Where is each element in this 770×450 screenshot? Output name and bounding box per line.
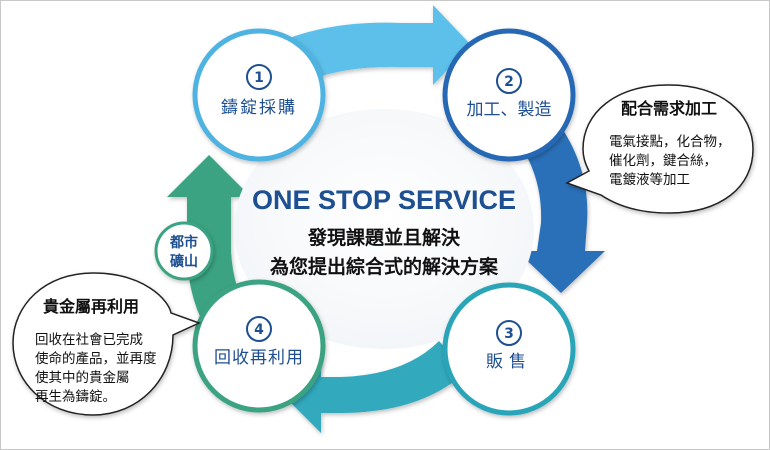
step-4-node: 4 回收再利用 bbox=[192, 279, 326, 413]
step-3-label: 販售 bbox=[486, 352, 532, 372]
step-4-number: 4 bbox=[254, 322, 264, 338]
step-2-number-badge bbox=[496, 68, 522, 94]
urban-mine-line1: 都市 bbox=[169, 234, 198, 251]
callout-left: 貴金屬再利用 回收在社會已完成 使命的產品，並再度 使其中的貴金屬 再生為鑄錠。 bbox=[12, 272, 201, 416]
callout-right-title: 配合需求加工 bbox=[621, 99, 717, 118]
callout-right: 配合需求加工 電氣接點，化合物， 催化劑，鍵合絲， 電鍍液等加工 bbox=[565, 84, 754, 214]
step-2-node: 2 加工、製造 bbox=[442, 28, 576, 162]
step-1-label: 鑄錠採購 bbox=[221, 98, 297, 118]
urban-mine-bubble: 都市 礦山 bbox=[154, 221, 214, 281]
step-2-number: 2 bbox=[504, 74, 514, 90]
step-3-number-badge bbox=[496, 320, 522, 346]
step-1-node: 1 鑄錠採購 bbox=[192, 28, 326, 162]
callout-left-bubble bbox=[12, 272, 201, 416]
callout-right-line2: 催化劑，鍵合絲， bbox=[609, 152, 717, 169]
step-4-label: 回收再利用 bbox=[214, 348, 304, 368]
step-4-number-badge bbox=[246, 316, 272, 342]
step-3-node: 3 販售 bbox=[442, 282, 576, 416]
center-subtitle-line2: 為您提出綜合式的解決方案 bbox=[270, 255, 499, 278]
center-title: ONE STOP SERVICE bbox=[252, 185, 516, 215]
step-1-number: 1 bbox=[254, 70, 264, 86]
callout-left-title: 貴金屬再利用 bbox=[43, 297, 139, 316]
callout-right-line1: 電氣接點，化合物， bbox=[609, 133, 731, 150]
step-2-label: 加工、製造 bbox=[467, 100, 552, 120]
center-subtitle-line1: 發現課題並且解決 bbox=[307, 226, 461, 249]
callout-left-line1: 回收在社會已完成 bbox=[35, 332, 143, 348]
step-1-number-badge bbox=[246, 64, 272, 90]
callout-left-line3: 使其中的貴金屬 bbox=[35, 369, 130, 386]
callout-left-line4: 再生為鑄錠。 bbox=[35, 389, 116, 405]
urban-mine-line2: 礦山 bbox=[170, 253, 198, 270]
step-3-number: 3 bbox=[504, 326, 514, 342]
arc-arrow-right bbox=[511, 111, 605, 293]
arc-arrow-bottom bbox=[283, 341, 467, 433]
callout-right-bubble bbox=[565, 84, 754, 214]
callout-right-line3: 電鍍液等加工 bbox=[609, 171, 690, 188]
center-disc bbox=[234, 109, 534, 349]
callout-left-line2: 使命的產品，並再度 bbox=[35, 350, 157, 367]
